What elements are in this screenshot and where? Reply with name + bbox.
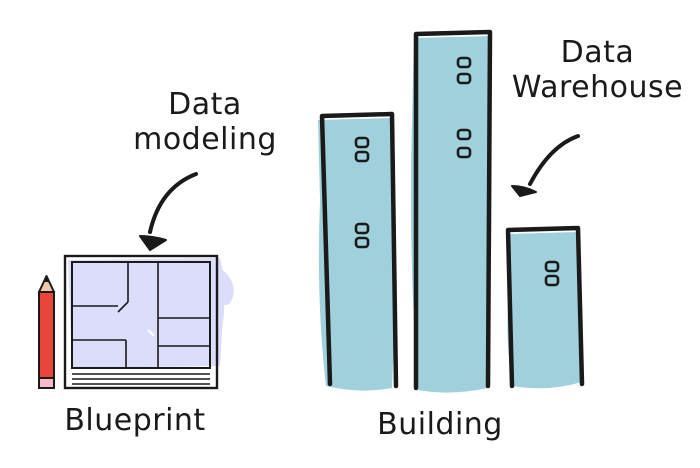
label-data-warehouse: Data Warehouse xyxy=(505,35,690,105)
label-data-modeling-line2: modeling xyxy=(133,121,277,157)
building-right xyxy=(505,225,585,389)
label-data-warehouse-line1: Data xyxy=(560,35,635,70)
label-data-modeling-line1: Data xyxy=(168,87,242,122)
blueprint-sheet xyxy=(63,254,234,390)
building-fills xyxy=(318,36,583,393)
curved-arrow-icon xyxy=(511,134,580,197)
building-middle xyxy=(413,29,493,391)
building-left xyxy=(319,111,399,389)
label-data-modeling: Data modeling xyxy=(130,87,280,157)
label-blueprint: Blueprint xyxy=(64,403,206,438)
pencil-icon xyxy=(38,275,55,389)
label-data-warehouse-line2: Warehouse xyxy=(511,69,684,105)
curved-arrow-icon xyxy=(139,172,198,251)
label-building: Building xyxy=(377,407,503,442)
